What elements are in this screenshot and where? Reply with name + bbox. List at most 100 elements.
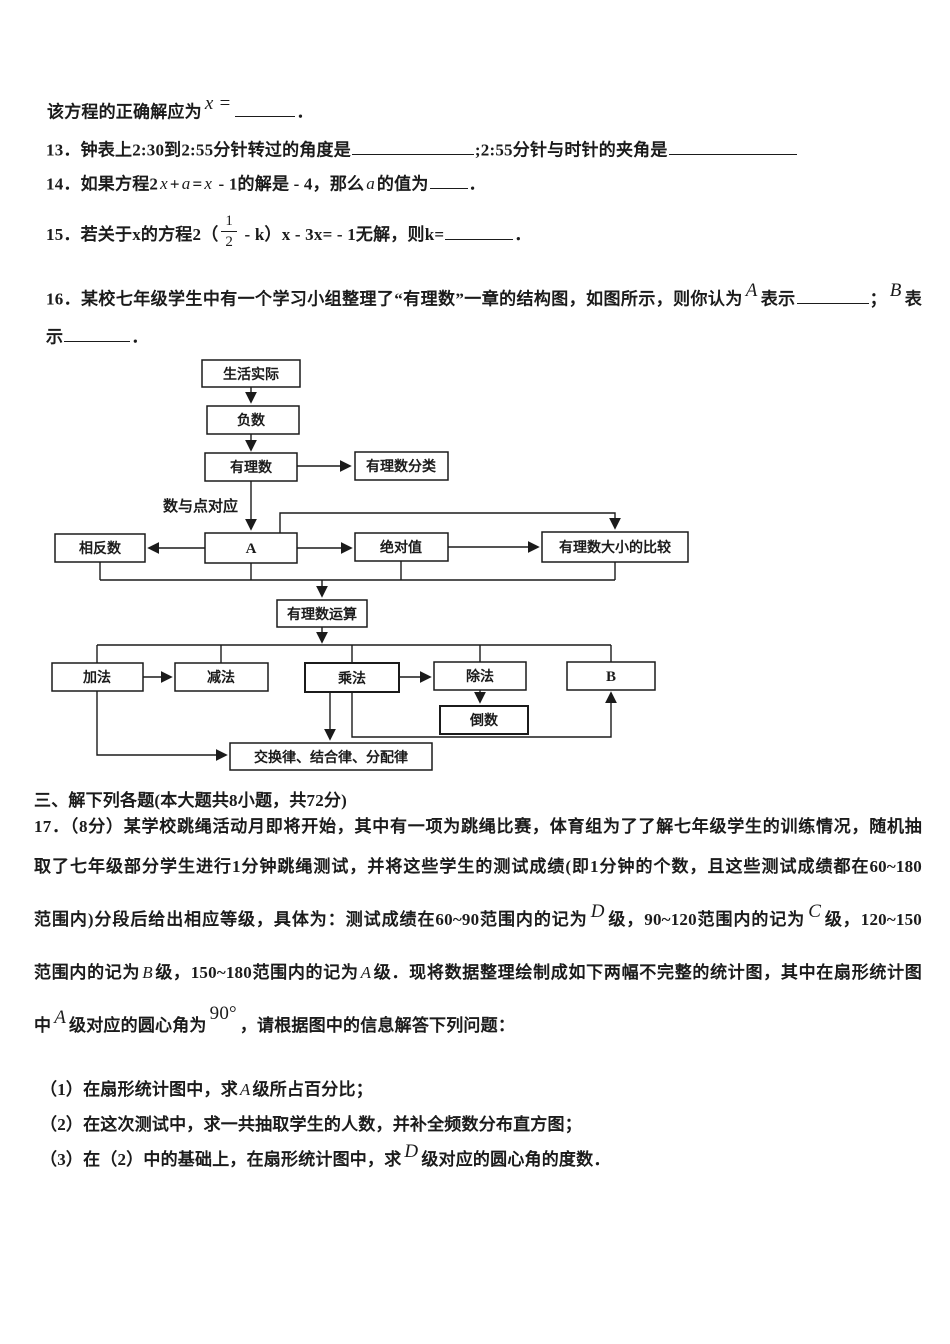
math-symbol: 90°	[209, 1003, 237, 1024]
box-chengfa-label: 乘法	[337, 670, 366, 686]
box-fushu	[206, 405, 300, 435]
box-yunsuan	[276, 599, 368, 628]
text-run: （3）在（2）中的基础上，在扇形统计图中，求	[40, 1150, 402, 1169]
arrow-jiafa-elbow-to-lv	[96, 691, 228, 761]
box-xiangfanshu-label: 相反数	[79, 540, 122, 556]
text-run: 16．某校七年级学生中有一个学习小组整理了“有理数”一章的结构图，如图所示，则你…	[46, 289, 743, 309]
text-run: 范围内)分段后给出相应等级，具体为：测试成绩在60~90范围内的记为	[34, 910, 588, 929]
text-run: 的值为	[376, 174, 429, 194]
box-lv-label: 交换律、结合律、分配律	[254, 749, 408, 765]
text-run: 表示	[760, 289, 796, 309]
answer-blank	[351, 137, 474, 156]
box-fushu-label: 负数	[237, 412, 266, 428]
text-run: 示	[46, 327, 64, 347]
q13-line: 13．钟表上2:30到2:55分针转过的角度是 ;2:55分针与时针的夹角是	[46, 137, 798, 161]
box-node-A	[204, 532, 298, 564]
text-run: 14．如果方程2	[46, 174, 159, 194]
text-run: ．	[131, 327, 149, 347]
box-node-B	[566, 661, 656, 691]
box-node-A-label: A	[246, 541, 257, 557]
text-run: 三、解下列各题(本大题共8小题，共72分)	[34, 791, 348, 810]
box-youlishu	[204, 452, 298, 482]
text-run: 15．若关于x的方程2（	[46, 225, 219, 244]
math-symbol: a	[181, 174, 191, 194]
text-run: ；	[869, 289, 887, 309]
text-run: +	[169, 174, 180, 194]
box-jianfa-label: 减法	[207, 669, 235, 685]
math-symbol: C	[808, 901, 822, 922]
text-run: 级对应的圆心角为	[69, 1016, 207, 1035]
box-lv	[229, 742, 433, 771]
q16-line-2: 示．	[46, 324, 148, 348]
text-run: 取了七年级部分学生进行1分钟跳绳测试，并将这些学生的测试成绩(即1分钟的个数，且…	[34, 857, 922, 876]
text-run: 范围内的记为	[34, 963, 141, 982]
text-run: 级，150~180范围内的记为	[154, 963, 359, 982]
answer-blank	[668, 137, 797, 156]
flowchart-connectors	[96, 387, 621, 761]
box-daoshu-label: 倒数	[469, 712, 499, 728]
arrow-chengfa-loop-to-B	[351, 691, 617, 738]
text-run: ;2:55分针与时针的夹角是	[474, 140, 668, 160]
q17-sub-2: （2）在这次测试中，求一共抽取学生的人数，并补全频数分布直方图；	[40, 1113, 582, 1136]
answer-blank	[235, 99, 296, 118]
math-symbol: A	[239, 1080, 251, 1099]
text-run: - 1的解是 - 4，那么	[214, 174, 365, 194]
box-daoshu	[439, 705, 529, 735]
text-run: 级，90~120范围内的记为	[607, 910, 806, 929]
box-yunsuan-label: 有理数运算	[287, 606, 357, 622]
text-run: ．	[468, 174, 486, 194]
answer-blank	[429, 171, 468, 190]
box-fenlei	[354, 451, 449, 481]
text-run: 级，120~150	[824, 910, 922, 929]
text-run: =	[192, 174, 203, 194]
math-symbol: A	[360, 963, 372, 982]
math-symbol: x	[160, 174, 168, 194]
math-symbol: x	[204, 174, 213, 194]
box-shenghuo-label: 生活实际	[223, 366, 279, 382]
text-run: 级所占百分比；	[252, 1080, 373, 1099]
text-run: 该方程的正确解应为	[47, 102, 202, 122]
box-chengfa	[304, 662, 400, 693]
rational-number-structure-flowchart: 生活实际 负数 有理数 有理数分类 数与点对应 相反数 A 绝对值 有理数大小的…	[51, 359, 689, 771]
math-symbol: a	[366, 174, 375, 194]
answer-blank	[445, 222, 514, 240]
box-node-B-label: B	[606, 669, 616, 685]
section-3-heading: 三、解下列各题(本大题共8小题，共72分)	[34, 789, 347, 812]
box-chufa-label: 除法	[466, 668, 494, 684]
text-run: ，请根据图中的信息解答下列问题：	[239, 1016, 516, 1035]
math-symbol: B	[889, 280, 902, 302]
box-jueduizhi	[354, 532, 449, 562]
edge-label-number-point-mapping: 数与点对应	[163, 497, 238, 515]
text-run: 中	[34, 1016, 52, 1035]
q17-line-1: 17．（8分）某学校跳绳活动月即将开始，其中有一项为跳绳比赛，体育组为了了解七年…	[34, 815, 922, 838]
box-shenghuo	[201, 359, 301, 388]
text-run: 级．现将数据整理绘制成如下两幅不完整的统计图，其中在扇形统计图	[373, 963, 923, 982]
answer-blank	[64, 324, 131, 343]
box-chufa	[433, 661, 527, 691]
q17-line-2: 取了七年级部分学生进行1分钟跳绳测试，并将这些学生的测试成绩(即1分钟的个数，且…	[34, 855, 922, 878]
box-jiafa-label: 加法	[82, 669, 111, 685]
text-run: 13．钟表上2:30到2:55分针转过的角度是	[46, 140, 351, 160]
math-symbol: A	[745, 280, 758, 302]
text-run: ．	[514, 225, 532, 244]
text-run: 级对应的圆心角的度数．	[421, 1150, 611, 1169]
box-jiafa	[51, 662, 144, 692]
math-symbol: D	[590, 901, 605, 922]
flowchart-boxes: 生活实际 负数 有理数 有理数分类 数与点对应 相反数 A 绝对值 有理数大小的…	[51, 359, 689, 771]
box-bijiao	[541, 531, 689, 563]
text-run: 17．（8分）某学校跳绳活动月即将开始，其中有一项为跳绳比赛，体育组为了了解七年…	[34, 817, 922, 836]
arrow-A-elbow-to-bijiao	[279, 512, 621, 533]
math-symbol: D	[404, 1141, 419, 1162]
text-run: - k）x - 3x= - 1无解，则k=	[240, 225, 445, 244]
box-bijiao-label: 有理数大小的比较	[559, 539, 671, 555]
box-jianfa	[174, 662, 269, 692]
